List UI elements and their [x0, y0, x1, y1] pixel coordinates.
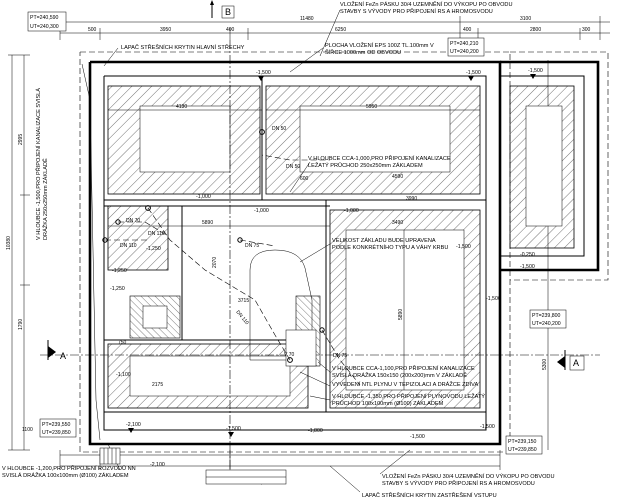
dim-left-b: 1790	[18, 319, 24, 330]
level-pt-tl: PT=240,590	[30, 15, 59, 21]
spot-level: -1,100	[116, 372, 131, 378]
spot-level: -1,000	[254, 208, 269, 214]
label-v70: V 70	[284, 352, 295, 358]
dim-inner-mid-c: 4590	[392, 174, 403, 180]
spot-level: -1,250	[146, 246, 161, 252]
bottom-dimensions: 1100	[22, 427, 501, 470]
dim-inner-top-b: 5950	[366, 104, 377, 110]
level-pt-tr: PT=240,210	[450, 41, 479, 47]
dim-top-2: 400	[226, 27, 235, 33]
spot-level: -0,250	[520, 252, 535, 258]
dim-inner-mid-d: 3990	[406, 196, 417, 202]
note-plyn-1350: V HLOUBCE -1,350,PRO PŘIPOJENÍ PLYNOVODU…	[332, 392, 485, 407]
dim-top-3: 6250	[335, 27, 346, 33]
level-pt-r: PT=239,800	[532, 313, 561, 319]
left-dimensions: 10380 2995 1790	[6, 54, 30, 451]
dim-top-1: 3950	[160, 27, 171, 33]
dim-top-total: 11480	[300, 16, 314, 22]
note-lapac-hlavni: LAPAČ STŘEŠNÍCH KRYTIN HLAVNÍ STŘECHY	[121, 43, 245, 51]
spot-level: -1,500	[410, 434, 425, 440]
interior-walls	[40, 40, 600, 470]
level-ut-r: UT=240,200	[532, 321, 561, 327]
right-extension-outline	[500, 51, 609, 281]
dim-top-5: 2800	[530, 27, 541, 33]
dim-center-b: 2070	[212, 257, 218, 268]
level-ticks	[128, 74, 536, 437]
section-b-label: B	[225, 7, 231, 17]
dim-top-6: 300	[582, 27, 591, 33]
level-ut-tl: UT=240,300	[30, 24, 59, 30]
label-dn110-b: DN 110	[120, 243, 137, 249]
section-a-right-label: A	[573, 358, 579, 368]
dim-inner-mid-a: 5890	[202, 220, 213, 226]
spot-level: -1,500	[486, 296, 501, 302]
note-lapac-vstup: LAPAČ STŘEŠNÍCH KRYTIN ZASTŘEŠENÍ VSTUPU	[362, 491, 497, 499]
foundation-pads	[107, 85, 575, 409]
level-pt-br: PT=239,150	[508, 439, 537, 445]
label-dn75-a: DN 75	[245, 243, 259, 249]
pipe-labels: DN 50 DN 50 DN 70 DN 110 DN 110 DN 75 DN…	[120, 126, 347, 359]
top-dimensions: 11480 3100 500 3950 400 6250 400 2800 30…	[59, 16, 610, 40]
dim-inner-mid-b: 3490	[392, 220, 403, 226]
label-dn110-diag: DN 110	[234, 309, 249, 326]
spot-level: -1,500	[466, 70, 481, 76]
spot-level: -1,500	[480, 424, 495, 430]
dim-left-a: 2995	[18, 134, 24, 145]
dim-bottom-small: 1100	[22, 427, 33, 433]
dim-inner-top-a: 4130	[176, 104, 187, 110]
note-kanal-1100: V HLOUBCE CCA-1,100,PRO PŘIPOJENÍ KANALI…	[332, 364, 475, 379]
label-dn110-a: DN 110	[148, 231, 165, 237]
label-dn50-a: DN 50	[272, 126, 286, 132]
spot-level: -1,250	[112, 268, 127, 274]
spot-level: -1,500	[256, 70, 271, 76]
note-left-vertical: V HLOUBCE -1,500,PRO PŘIPOJENÍ KANALIZAC…	[34, 88, 49, 240]
level-ut-bl: UT=239,850	[42, 430, 71, 436]
section-a-left-label: A	[60, 351, 66, 361]
spot-level: -1,250	[110, 286, 125, 292]
fireplace-footprint	[249, 249, 317, 367]
note-rozvod-1200: V HLOUBCE -1,200,PRO PŘIPOJENÍ ROZVODŮ N…	[2, 464, 136, 479]
note-vyvedeni-ntl: VYVEDENÍ NTL PLYNU V TEPIZOLACI A DRÁŽCE…	[332, 380, 478, 388]
pipe-markers	[102, 129, 325, 363]
spot-level: -1,500	[520, 264, 535, 270]
dim-small-b: 600	[300, 176, 309, 182]
level-boxes: PT=240,590 UT=240,300 PT=240,210 UT=240,…	[27, 11, 567, 455]
level-ut-br: UT=239,850	[508, 447, 537, 453]
dim-center-a: 5890	[398, 309, 404, 320]
dim-right-b: 5300	[542, 359, 548, 370]
note-kanal-1000: V HLOUBCE CCA-1,000,PRO PŘIPOJENÍ KANALI…	[308, 154, 451, 169]
spot-level: -1,000	[344, 208, 359, 214]
label-dn70: DN 70	[126, 218, 140, 224]
pipe-routes	[81, 63, 361, 441]
label-dn50-b: DN 50	[286, 164, 300, 170]
spot-level: -2,100	[150, 462, 165, 468]
spot-level: -1,500	[226, 426, 241, 432]
spot-level: -1,800	[308, 428, 323, 434]
spot-level: -2,100	[126, 422, 141, 428]
dim-top-right: 3100	[520, 16, 531, 22]
note-pasek-bottom: VLOŽENÍ FeZn PÁSKU 30/4 UZEMNĚNÍ DO VÝKO…	[382, 472, 555, 487]
section-markers: B A A	[47, 0, 585, 371]
inner-dimensions: 4130 5950 5890 3490 4590 3990 5890 2070 …	[108, 104, 480, 390]
dim-top-4: 400	[463, 27, 472, 33]
dim-left-total: 10380	[6, 236, 12, 250]
notes: LAPAČ STŘEŠNÍCH KRYTIN HLAVNÍ STŘECHY PL…	[2, 0, 555, 499]
level-ut-tr: UT=240,200	[450, 49, 479, 55]
spot-level: -1,500	[456, 244, 471, 250]
entrance-steps	[99, 447, 287, 485]
spot-level: -1,000	[196, 194, 211, 200]
dim-small-a: 750	[118, 340, 127, 346]
dim-bottom-a: 2175	[152, 382, 163, 388]
spot-level: -1,500	[528, 68, 543, 74]
note-pasek-top: VLOŽENÍ FeZn PÁSKU 30/4 UZEMNĚNÍ DO VÝKO…	[340, 0, 513, 15]
dim-top-0: 500	[88, 27, 97, 33]
level-pt-bl: PT=239,550	[42, 422, 71, 428]
label-dn75-b: DN 75	[333, 353, 347, 359]
dim-small-d: 3715	[238, 298, 249, 304]
